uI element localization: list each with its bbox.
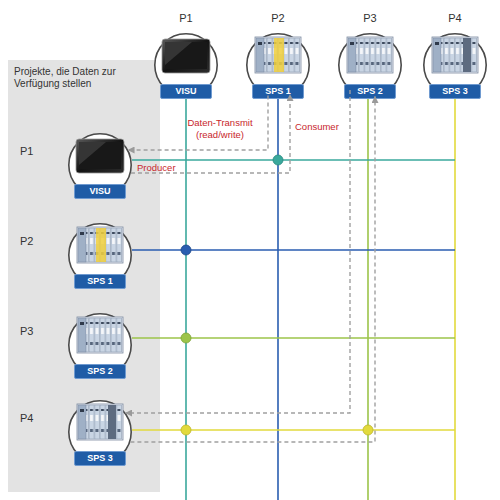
device-circle: P3SPS 2: [68, 313, 132, 377]
junction-dot: [181, 333, 191, 343]
device-circle: P2SPS 1: [68, 223, 132, 287]
panel-heading: Projekte, die Daten zur Verfügung stelle…: [14, 66, 144, 90]
device-name-badge: SPS 3: [74, 451, 126, 466]
column-line: [185, 97, 187, 500]
column-line: [454, 97, 456, 500]
junction-dot: [273, 155, 283, 165]
project-number: P4: [423, 12, 487, 25]
source-projects-panel: Projekte, die Daten zur Verfügung stelle…: [8, 60, 160, 492]
role-label: Consumer: [295, 121, 339, 133]
row-line: [132, 159, 455, 161]
column-line: [277, 97, 279, 500]
column-line: [367, 97, 369, 500]
device-name-badge: SPS 2: [344, 84, 396, 99]
device-circle: P2SPS 1: [246, 33, 310, 97]
device-name-badge: VISU: [160, 84, 212, 99]
row-line: [132, 249, 455, 251]
device-name-badge: SPS 3: [429, 84, 481, 99]
row-line: [132, 429, 455, 431]
data-flow-arrow: [130, 97, 375, 442]
project-number: P3: [20, 325, 33, 338]
project-number: P2: [246, 12, 310, 25]
project-number: P3: [338, 12, 402, 25]
project-number: P1: [154, 12, 218, 25]
device-circle: P4SPS 3: [423, 33, 487, 97]
edge-label: Producer: [137, 162, 176, 174]
device-circle: P1VISU: [154, 33, 218, 97]
device-name-badge: SPS 1: [252, 84, 304, 99]
data-flow-arrow: [131, 95, 290, 173]
project-number: P1: [20, 145, 33, 158]
edge-label: Daten-Transmit (read/write): [178, 117, 262, 141]
project-number: P4: [20, 412, 33, 425]
junction-dot: [363, 425, 373, 435]
row-line: [132, 337, 455, 339]
device-name-badge: SPS 1: [74, 274, 126, 289]
junction-dot: [181, 245, 191, 255]
data-flow-arrow: [128, 95, 268, 150]
device-circle: P1VISU: [68, 133, 132, 197]
device-name-badge: VISU: [74, 184, 126, 199]
device-name-badge: SPS 2: [74, 364, 126, 379]
data-flow-arrow: [126, 90, 350, 413]
device-circle: P3SPS 2: [338, 33, 402, 97]
junction-dot: [181, 425, 191, 435]
project-number: P2: [20, 235, 33, 248]
device-circle: P4SPS 3: [68, 400, 132, 464]
